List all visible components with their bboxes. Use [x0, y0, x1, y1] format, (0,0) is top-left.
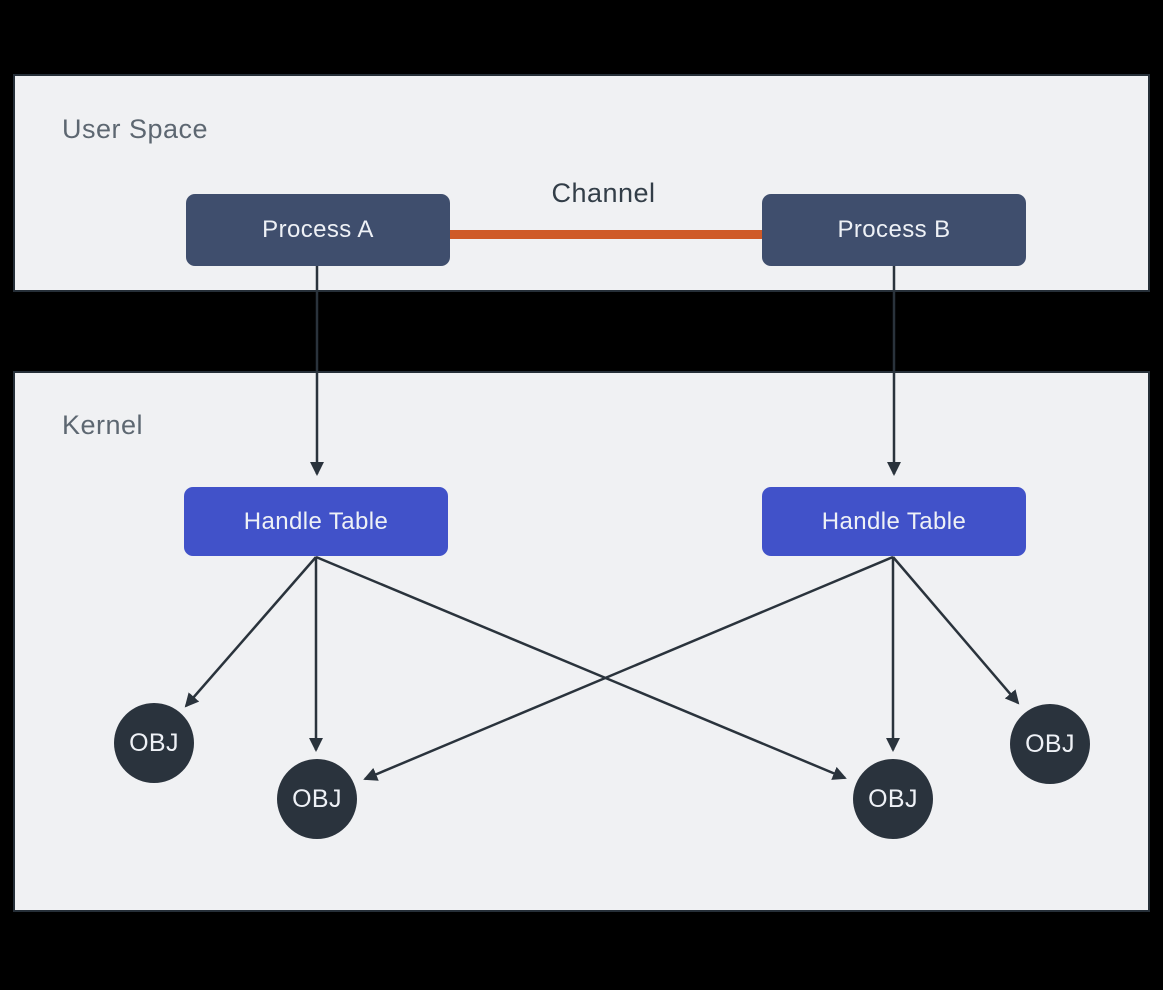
user-space-label: User Space	[62, 114, 209, 144]
handle-table-right-node: Handle Table	[762, 487, 1026, 556]
kernel-panel: Kernel	[13, 371, 1150, 912]
obj-node-4-label: OBJ	[1025, 729, 1075, 758]
process-a-label: Process A	[262, 216, 374, 243]
process-a-node: Process A	[186, 194, 450, 266]
obj-node-4: OBJ	[1010, 704, 1090, 784]
kernel-label: Kernel	[62, 410, 144, 440]
obj-node-3-label: OBJ	[868, 784, 918, 813]
obj-node-1: OBJ	[114, 703, 194, 783]
channel-label: Channel	[551, 178, 656, 208]
obj-node-2-label: OBJ	[292, 784, 342, 813]
channel-link-line	[449, 230, 762, 239]
handle-table-left-node: Handle Table	[184, 487, 448, 556]
handle-table-right-label: Handle Table	[821, 507, 967, 535]
obj-node-3: OBJ	[853, 759, 933, 839]
process-b-label: Process B	[837, 216, 951, 243]
handle-table-left-label: Handle Table	[243, 507, 389, 535]
obj-node-1-label: OBJ	[129, 728, 179, 757]
process-b-node: Process B	[762, 194, 1026, 266]
obj-node-2: OBJ	[277, 759, 357, 839]
